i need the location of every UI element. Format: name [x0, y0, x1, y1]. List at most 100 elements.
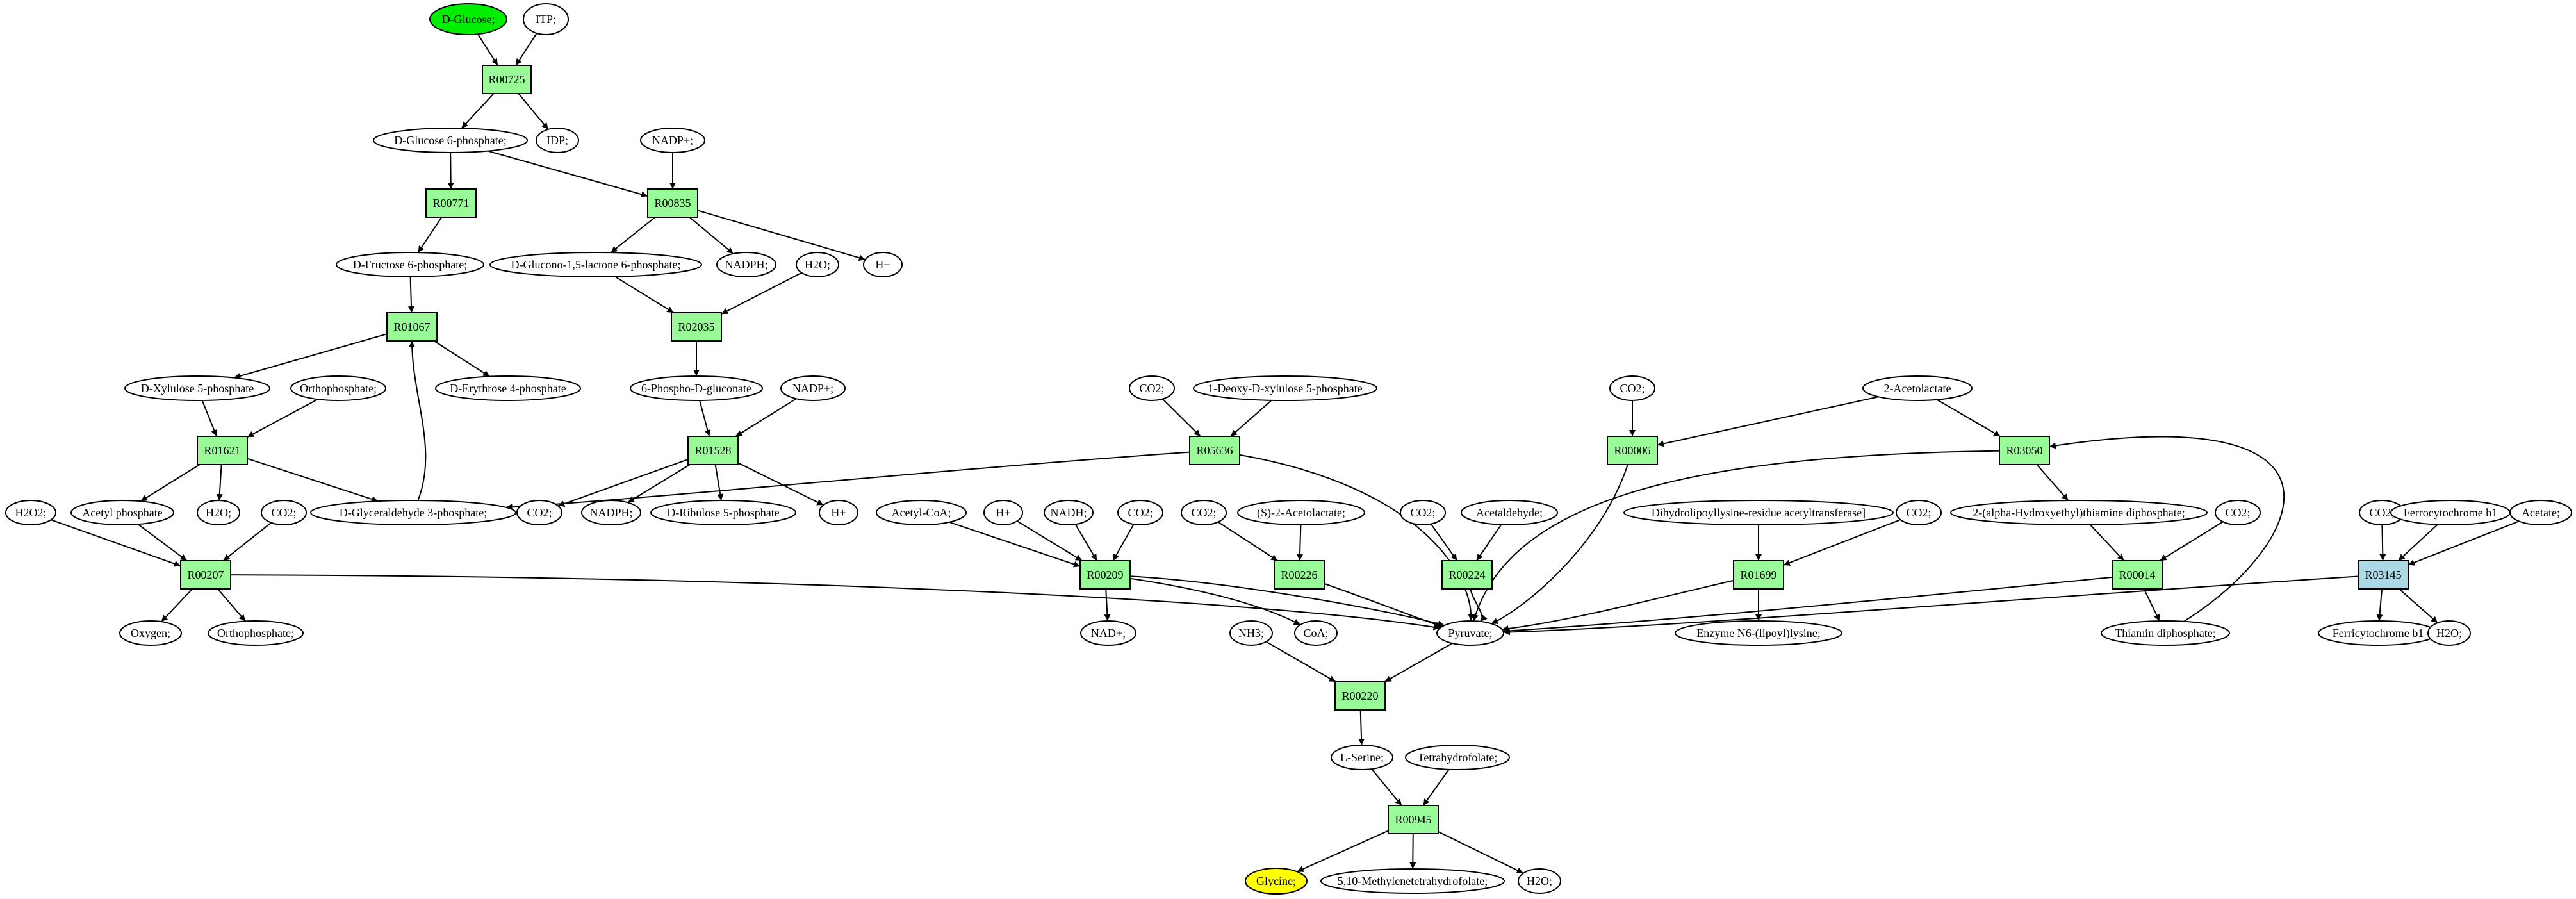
metabolite-node-m_nh3[interactable]: NH3;: [1229, 620, 1273, 646]
reaction-node-r_R05636[interactable]: R05636: [1189, 436, 1240, 465]
edge-r_R00209-to-m_nadplus: [1104, 588, 1111, 622]
reaction-node-r_R00006[interactable]: R00006: [1607, 436, 1658, 465]
node-label: R00209: [1087, 568, 1123, 581]
metabolite-node-m_nadp2[interactable]: NADP+;: [780, 375, 846, 401]
reaction-node-r_R00725[interactable]: R00725: [482, 65, 532, 94]
metabolite-ellipse: [1237, 500, 1365, 525]
metabolite-node-m_h2o2b[interactable]: H2O;: [197, 500, 240, 525]
reaction-node-r_R01699[interactable]: R01699: [1733, 560, 1784, 590]
metabolite-node-m_itp[interactable]: ITP;: [523, 3, 569, 35]
metabolite-node-m_thdp[interactable]: Thiamin diphosphate;: [2101, 620, 2230, 646]
reaction-node-r_R01621[interactable]: R01621: [197, 436, 248, 465]
metabolite-node-m_acetylcoa[interactable]: Acetyl-CoA;: [876, 500, 967, 525]
metabolite-node-m_methylene[interactable]: 5,10-Methylenetetrahydrofolate;: [1320, 868, 1505, 894]
metabolite-node-m_s2acetolactate[interactable]: (S)-2-Acetolactate;: [1237, 500, 1365, 525]
reaction-node-r_R00014[interactable]: R00014: [2112, 560, 2163, 590]
reaction-node-r_R01528[interactable]: R01528: [687, 436, 739, 465]
reaction-node-r_R01067[interactable]: R01067: [386, 312, 438, 342]
metabolite-ellipse: [1129, 375, 1175, 401]
metabolite-node-m_h2o3[interactable]: H2O;: [2427, 620, 2471, 646]
node-label: NADPH;: [589, 506, 632, 519]
metabolite-node-m_co2i[interactable]: CO2;: [2215, 500, 2261, 525]
node-label: Acetyl phosphate: [82, 506, 162, 519]
metabolite-ellipse: [2215, 500, 2261, 525]
metabolite-node-m_6pg[interactable]: 6-Phospho-D-gluconate: [630, 375, 763, 401]
metabolite-node-m_thf[interactable]: Tetrahydrofolate;: [1405, 745, 1510, 770]
metabolite-node-m_e4p[interactable]: D-Erythrose 4-phosphate: [435, 375, 581, 401]
metabolite-node-m_hethdp[interactable]: 2-(alpha-Hydroxyethyl)thiamine diphospha…: [1950, 500, 2208, 525]
metabolite-node-m_acetylp[interactable]: Acetyl phosphate: [70, 500, 174, 525]
reaction-node-r_R00209[interactable]: R00209: [1079, 560, 1131, 590]
reaction-node-r_R00945[interactable]: R00945: [1388, 805, 1439, 834]
metabolite-node-m_ru5p[interactable]: D-Ribulose 5-phosphate: [650, 500, 796, 525]
node-label: Acetate;: [2522, 506, 2560, 519]
edge-r_R01528-to-m_ru5p: [714, 464, 724, 501]
metabolite-node-m_hplus2[interactable]: H+: [819, 500, 858, 525]
metabolite-node-m_acetolactate[interactable]: 2-Acetolactate: [1862, 375, 1973, 401]
metabolite-node-m_ortho2[interactable]: Orthophosphate;: [208, 620, 304, 646]
metabolite-node-m_idp[interactable]: IDP;: [536, 128, 579, 153]
edge-m_pyruvate-to-r_R00220: [1384, 643, 1453, 682]
metabolite-node-m_acetaldehyde[interactable]: Acetaldehyde;: [1461, 500, 1558, 525]
metabolite-node-m_h2o2[interactable]: H2O2;: [5, 500, 56, 525]
metabolite-node-m_co2c[interactable]: CO2;: [261, 500, 307, 525]
node-label: ITP;: [536, 13, 556, 26]
metabolite-node-m_glucose[interactable]: D-Glucose;: [429, 3, 507, 35]
edge-r_R03145-to-m_h2o3: [2399, 588, 2438, 623]
metabolite-node-m_ferrob1[interactable]: Ferrocytochrome b1: [2390, 500, 2511, 525]
metabolite-ellipse: [716, 252, 776, 277]
metabolite-node-m_g6p[interactable]: D-Glucose 6-phosphate;: [373, 128, 528, 153]
metabolite-node-m_dlat[interactable]: Dihydrolipoyllysine-residue acetyltransf…: [1623, 500, 1894, 525]
metabolite-node-m_coa[interactable]: CoA;: [1294, 620, 1338, 646]
metabolite-node-m_h2o1[interactable]: H2O;: [796, 252, 839, 277]
edge-r_R00207-to-m_pyruvate: [230, 574, 1440, 631]
edge-m_co2a-to-r_R05636: [1162, 398, 1201, 437]
metabolite-node-m_co2a[interactable]: CO2;: [1129, 375, 1175, 401]
reaction-node-r_R03145[interactable]: R03145: [2358, 560, 2409, 590]
reaction-node-r_R00835[interactable]: R00835: [647, 188, 698, 218]
metabolite-node-m_nadp1[interactable]: NADP+;: [640, 128, 705, 153]
reaction-node-r_R00226[interactable]: R00226: [1274, 560, 1325, 590]
reaction-node-r_R00224[interactable]: R00224: [1441, 560, 1493, 590]
metabolite-node-m_glucono[interactable]: D-Glucono-1,5-lactone 6-phosphate;: [489, 252, 702, 277]
metabolite-ellipse: [1405, 745, 1510, 770]
metabolite-node-m_ortho1[interactable]: Orthophosphate;: [290, 375, 386, 401]
metabolite-node-m_f6p[interactable]: D-Fructose 6-phosphate;: [336, 252, 484, 277]
metabolite-node-m_nadh[interactable]: NADH;: [1044, 500, 1094, 525]
metabolite-node-m_serine[interactable]: L-Serine;: [1331, 745, 1393, 770]
metabolite-node-m_co2h[interactable]: CO2;: [1896, 500, 1942, 525]
reaction-node-r_R03050[interactable]: R03050: [1999, 436, 2050, 465]
metabolite-node-m_nadph1[interactable]: NADPH;: [716, 252, 776, 277]
metabolite-node-m_nadph2[interactable]: NADPH;: [581, 500, 641, 525]
metabolite-node-m_oxygen[interactable]: Oxygen;: [119, 620, 182, 646]
metabolite-node-m_x5p[interactable]: D-Xylulose 5-phosphate: [124, 375, 270, 401]
metabolite-ellipse: [1436, 620, 1504, 646]
metabolite-node-m_lipoyl[interactable]: Enzyme N6-(lipoyl)lysine;: [1675, 620, 1842, 646]
metabolite-node-m_pyruvate[interactable]: Pyruvate;: [1436, 620, 1504, 646]
edge-m_hplus3-to-r_R00209: [1017, 520, 1083, 561]
reaction-node-r_R00207[interactable]: R00207: [180, 560, 231, 590]
reaction-node-r_R00220[interactable]: R00220: [1334, 681, 1386, 711]
reaction-node-r_R00771[interactable]: R00771: [425, 188, 477, 218]
reaction-node-r_R02035[interactable]: R02035: [671, 312, 722, 342]
metabolite-node-m_hplus3[interactable]: H+: [983, 500, 1023, 525]
metabolite-node-m_glycine[interactable]: Glycine;: [1245, 868, 1308, 895]
edge-r_R00224-to-m_pyruvate: [1470, 588, 1488, 622]
node-label: CO2;: [2225, 506, 2250, 519]
metabolite-node-m_nadplus[interactable]: NAD+;: [1080, 620, 1136, 646]
metabolite-node-m_co2d[interactable]: CO2;: [516, 500, 562, 525]
metabolite-node-m_h2o4[interactable]: H2O;: [1518, 868, 1561, 894]
metabolite-node-m_acetate[interactable]: Acetate;: [2509, 500, 2572, 525]
metabolite-node-m_co2j[interactable]: CO2;: [2359, 500, 2405, 525]
edge-m_acetylcoa-to-r_R00209: [949, 521, 1081, 568]
metabolite-node-m_ferrib1[interactable]: Ferricytochrome b1: [2318, 620, 2438, 646]
metabolite-node-m_co2b[interactable]: CO2;: [1609, 375, 1655, 401]
metabolite-node-m_dxp[interactable]: 1-Deoxy-D-xylulose 5-phosphate: [1193, 375, 1377, 401]
node-label: CO2;: [271, 506, 296, 519]
metabolite-node-m_co2f[interactable]: CO2;: [1181, 500, 1227, 525]
metabolite-node-m_hplus1[interactable]: H+: [863, 252, 903, 277]
reaction-box: [2112, 560, 2163, 590]
metabolite-node-m_co2e[interactable]: CO2;: [1117, 500, 1163, 525]
metabolite-node-m_co2g[interactable]: CO2;: [1400, 500, 1446, 525]
metabolite-node-m_gap[interactable]: D-Glyceraldehyde 3-phosphate;: [310, 500, 516, 525]
